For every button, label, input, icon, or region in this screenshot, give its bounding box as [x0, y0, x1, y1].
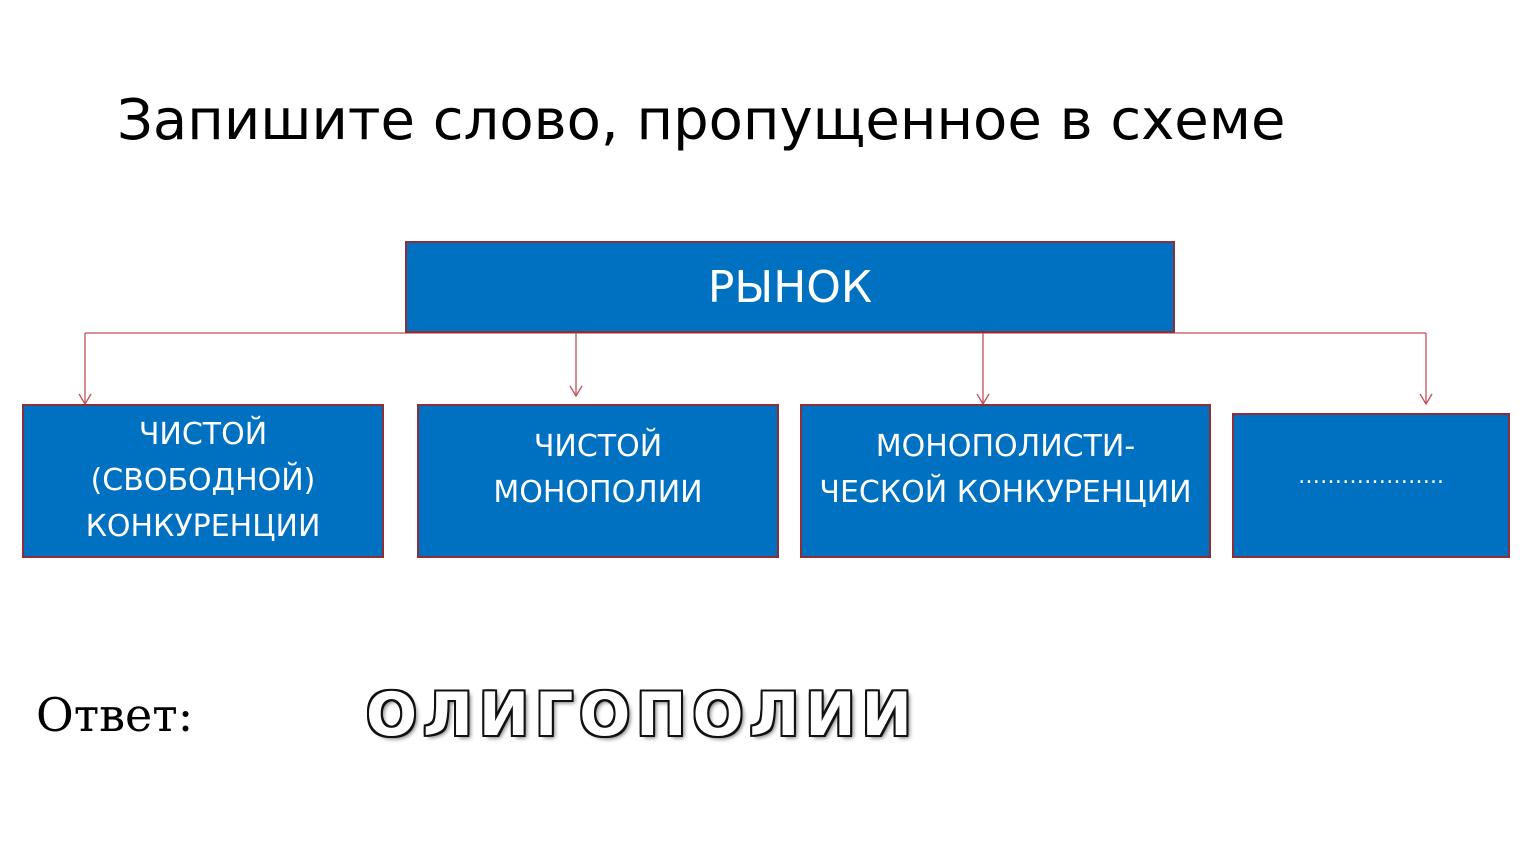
- diagram-root-label: РЫНОК: [707, 261, 873, 313]
- slide-title: Запишите слово, пропущенное в схеме: [117, 88, 1286, 153]
- diagram-child-label: ЧИСТОЙ (СВОБОДНОЙ) КОНКУРЕНЦИИ: [85, 417, 321, 544]
- diagram-child-label: ………………..: [1298, 463, 1444, 489]
- answer-label: Ответ:: [36, 688, 194, 742]
- diagram-child-label: ЧИСТОЙ МОНОПОЛИИ: [493, 429, 703, 510]
- diagram-child-box-free-competition: ЧИСТОЙ (СВОБОДНОЙ) КОНКУРЕНЦИИ: [22, 404, 384, 558]
- diagram-child-box-pure-monopoly: ЧИСТОЙ МОНОПОЛИИ: [417, 404, 779, 558]
- diagram-child-label: МОНОПОЛИСТИ- ЧЕСКОЙ КОНКУРЕНЦИИ: [819, 429, 1192, 510]
- diagram-root-box: РЫНОК: [405, 241, 1175, 333]
- diagram-child-box-monopolistic-competition: МОНОПОЛИСТИ- ЧЕСКОЙ КОНКУРЕНЦИИ: [800, 404, 1211, 558]
- diagram-child-box-blank: ………………..: [1232, 413, 1510, 558]
- answer-value: ОЛИГОПОЛИИ: [366, 680, 918, 750]
